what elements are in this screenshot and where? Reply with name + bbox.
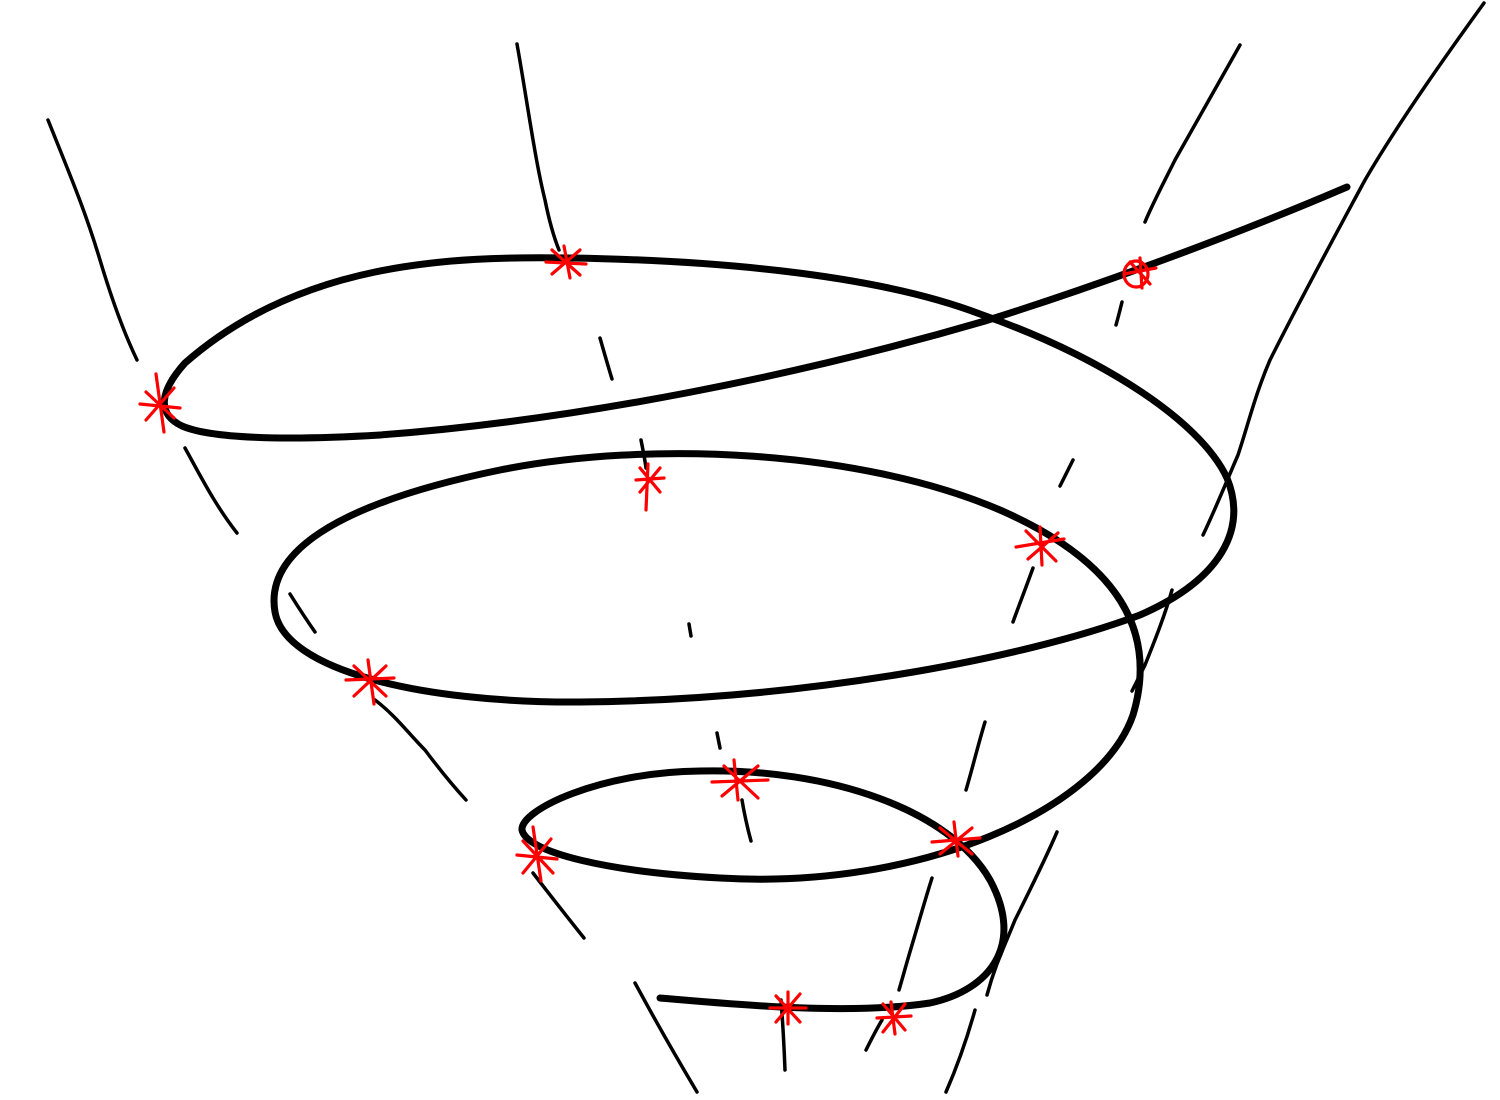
intersection-mark	[1122, 256, 1158, 290]
ruling-line-3	[864, 43, 1242, 1052]
ruling-line-1	[46, 118, 699, 1094]
intersection-mark	[768, 990, 808, 1026]
spiral-curve	[160, 183, 1351, 1013]
ruling-line-4	[1130, 1, 1486, 693]
intersection-mark	[710, 758, 770, 802]
intersection-mark	[138, 372, 182, 434]
intersection-mark	[1014, 525, 1066, 567]
intersection-mark	[515, 825, 559, 883]
ruling-line-2	[515, 42, 787, 1072]
ruling-line-5	[944, 830, 1059, 1094]
intersection-mark	[930, 820, 982, 858]
intersection-mark	[875, 1000, 913, 1036]
intersection-marks	[138, 244, 1158, 1036]
cone-ruling-lines	[46, 1, 1486, 1094]
intersection-mark	[344, 658, 396, 706]
intersection-mark	[634, 462, 666, 512]
intersection-mark	[544, 244, 588, 280]
